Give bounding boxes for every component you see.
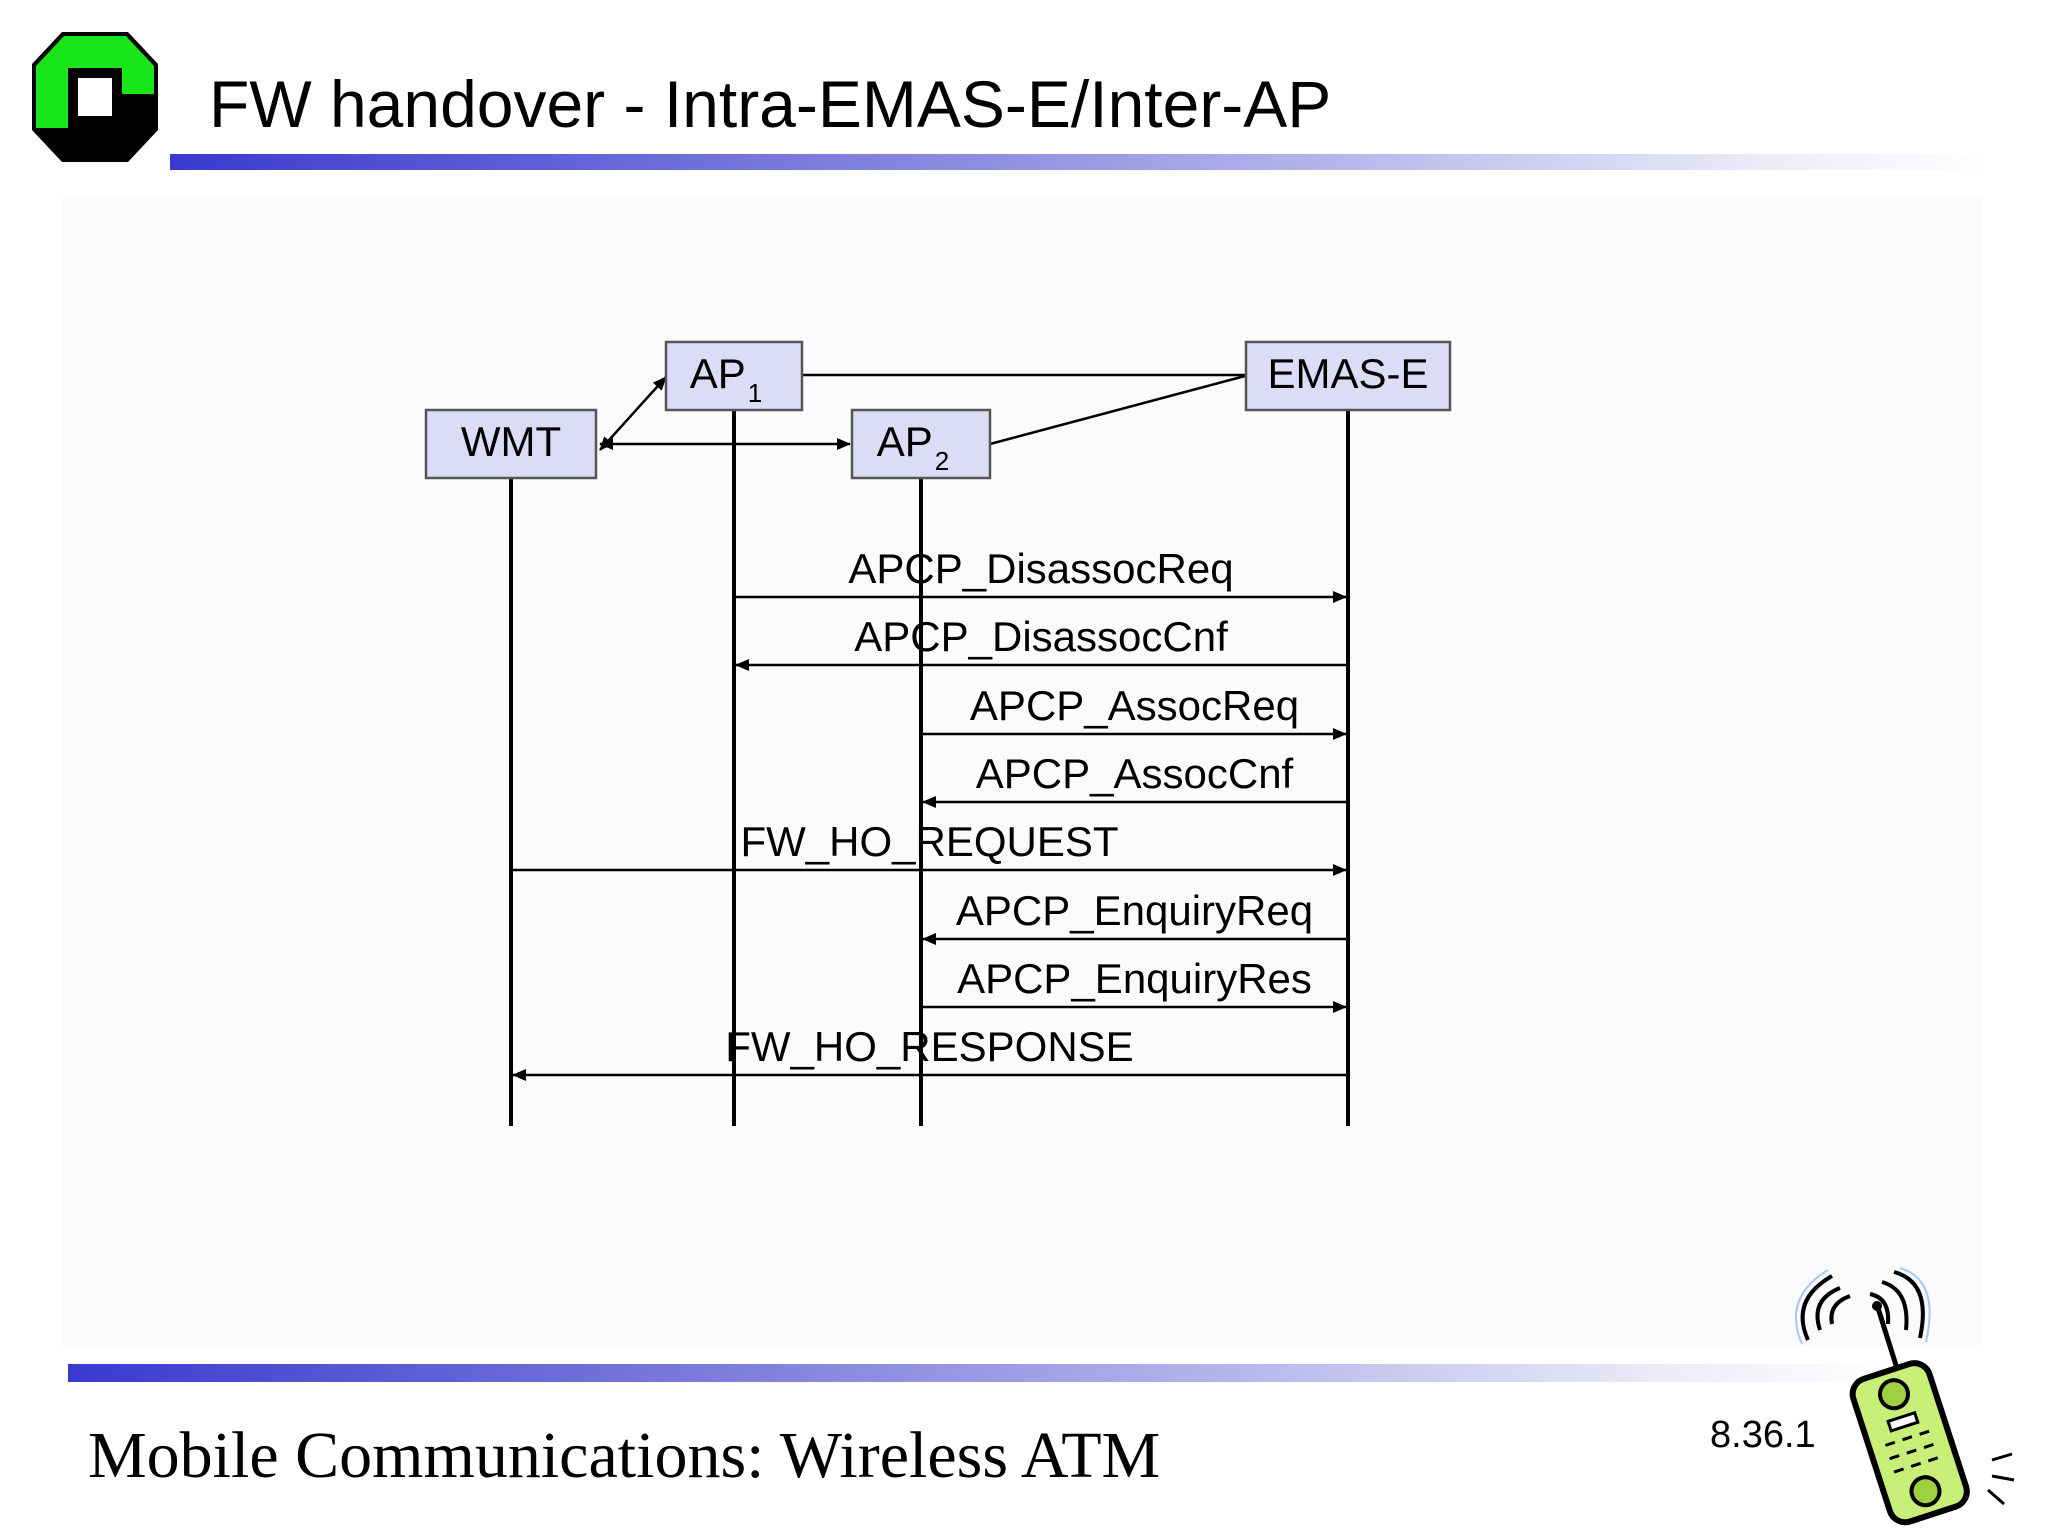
message-label: APCP_AssocCnf	[976, 750, 1294, 797]
slide-title: FW handover - Intra-EMAS-E/Inter-AP	[209, 67, 1332, 141]
entity-label-wmt: WMT	[461, 418, 561, 465]
entity-box-emas: EMAS-E	[1244, 340, 1452, 412]
message-apcp-enquiryres: APCP_EnquiryRes	[921, 955, 1347, 1013]
link-ap2-emas	[989, 374, 1246, 446]
message-apcp-disassocreq: APCP_DisassocReq	[734, 545, 1347, 603]
entity-box-ap1: AP1	[664, 340, 804, 412]
entity-box-ap2: AP2	[850, 408, 992, 480]
message-label: APCP_EnquiryRes	[957, 955, 1312, 1002]
message-apcp-enquiryreq: APCP_EnquiryReq	[922, 887, 1348, 945]
slide-number: 8.36.1	[1710, 1414, 1816, 1456]
entity-label-emas: EMAS-E	[1267, 350, 1428, 397]
message-fw-ho-request: FW_HO_REQUEST	[511, 818, 1347, 876]
slide-background	[62, 196, 1982, 1346]
message-label: APCP_DisassocCnf	[854, 613, 1228, 660]
message-apcp-assocreq: APCP_AssocReq	[921, 682, 1347, 740]
message-apcp-disassoccnf: APCP_DisassocCnf	[735, 613, 1348, 671]
message-label: FW_HO_RESPONSE	[725, 1023, 1133, 1070]
message-label: APCP_AssocReq	[970, 682, 1299, 729]
message-label: FW_HO_REQUEST	[740, 818, 1118, 865]
university-logo-icon	[32, 32, 158, 162]
footer-title: Mobile Communications: Wireless ATM	[88, 1419, 1161, 1492]
message-apcp-assoccnf: APCP_AssocCnf	[922, 750, 1348, 808]
message-label: APCP_DisassocReq	[848, 545, 1233, 592]
entity-subscript-ap2: 2	[935, 446, 949, 476]
entity-subscript-ap1: 1	[748, 378, 762, 408]
link-wmt-ap1	[599, 376, 667, 451]
footer-bar	[68, 1364, 1888, 1382]
message-label: APCP_EnquiryReq	[956, 887, 1313, 934]
message-fw-ho-response: FW_HO_RESPONSE	[512, 1023, 1348, 1081]
cellphone-clipart-icon	[1794, 1267, 2015, 1526]
entity-box-wmt: WMT	[424, 408, 598, 480]
title-underline-bar	[170, 154, 1990, 170]
